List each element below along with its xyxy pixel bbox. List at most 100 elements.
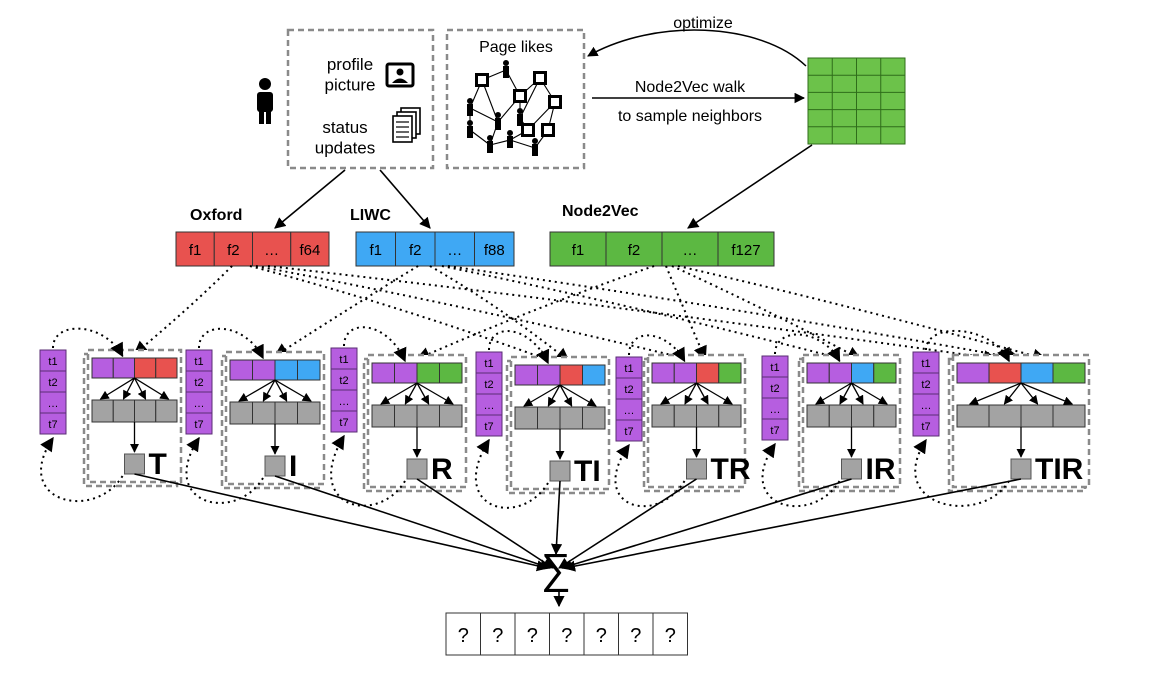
liked-page-node-face bbox=[536, 74, 544, 82]
model-ti-input-segment bbox=[514, 364, 538, 386]
model-to-sum-arrow bbox=[274, 475, 552, 571]
status-documents-icon bbox=[392, 107, 421, 143]
model-i-hidden-cell bbox=[229, 401, 253, 425]
model-r-time-label: t1 bbox=[339, 354, 348, 366]
user-node-body bbox=[495, 118, 501, 130]
model-t-time-label: t1 bbox=[48, 356, 57, 368]
embedding-matrix bbox=[807, 57, 906, 145]
output-predictions: ??????? bbox=[445, 612, 688, 656]
model-r-hidden-cell bbox=[394, 404, 418, 428]
model-r-name: R bbox=[431, 453, 453, 486]
model-r-hidden-cell bbox=[416, 404, 440, 428]
model-ir-time-label: … bbox=[770, 404, 781, 416]
output-value: ? bbox=[596, 625, 607, 647]
model-ti-input-segment bbox=[582, 364, 606, 386]
models: t1t2…t7Tt1t2…t7It1t2…t7Rt1t2…t7TIt1t2…t7… bbox=[39, 326, 1091, 509]
user-content-box bbox=[286, 28, 435, 170]
model-t-input-segment bbox=[155, 357, 178, 379]
model-ir-input-segment bbox=[873, 362, 897, 384]
model-i-output-square bbox=[264, 455, 286, 477]
liwc-feature-label: f88 bbox=[484, 242, 505, 259]
feature-to-model-connection bbox=[133, 265, 233, 355]
output-cell bbox=[583, 612, 619, 656]
model-i-fan-arrow bbox=[274, 379, 312, 402]
model-tir-hidden-cell bbox=[988, 404, 1022, 428]
model-tr-fan-arrow bbox=[695, 382, 709, 405]
liked-page-node-face bbox=[478, 76, 486, 84]
model-i-recurrent-input-loop bbox=[198, 327, 264, 360]
model-t-recurrent-input-loop bbox=[52, 327, 124, 358]
model-ti-input-segment bbox=[559, 364, 583, 386]
model-t-hidden-cell bbox=[155, 399, 178, 423]
graph-edge bbox=[469, 129, 491, 146]
model-r-fan-arrow bbox=[416, 382, 454, 405]
feature-to-model-connection bbox=[665, 265, 707, 361]
model-tr-hidden-cell bbox=[651, 404, 675, 428]
model-i-fan-arrow bbox=[238, 379, 276, 402]
liwc-feature-cell bbox=[355, 231, 396, 267]
user-node-head bbox=[487, 135, 493, 141]
model-ti-hidden-cell bbox=[559, 406, 583, 430]
user-node-body bbox=[467, 126, 473, 138]
model-t-input-segment bbox=[134, 357, 157, 379]
user-node-body bbox=[507, 136, 513, 148]
model-t-fan-arrow bbox=[122, 377, 136, 400]
model-tr-input-segment bbox=[651, 362, 675, 384]
model-tir-input-segment bbox=[988, 362, 1022, 384]
model-tr-output-square bbox=[686, 458, 707, 480]
liwc-feature-label: f1 bbox=[369, 242, 382, 259]
arrow-to-oxford bbox=[274, 169, 346, 229]
oxford-feature-cell bbox=[290, 231, 330, 267]
model-tir-fan-arrow bbox=[1020, 382, 1039, 405]
model-ir-input-segment bbox=[806, 362, 830, 384]
user-node-head bbox=[467, 98, 473, 104]
node2vec-feature-cell bbox=[549, 231, 607, 267]
model-tr-input-segment bbox=[696, 362, 720, 384]
arrow-to-node2vec bbox=[687, 144, 813, 229]
model-ir-input-segment bbox=[851, 362, 875, 384]
node2vec-label: Node2Vec bbox=[562, 203, 639, 220]
graph-edge bbox=[469, 107, 499, 123]
model-t-input-segment bbox=[91, 357, 114, 379]
model-r-recurrent-output-loop bbox=[330, 434, 406, 507]
model-ir-output-square bbox=[841, 458, 862, 480]
output-cell bbox=[514, 612, 550, 656]
model-tir-input-segment bbox=[956, 362, 990, 384]
model-t-fan-arrow bbox=[99, 377, 135, 400]
user-node-head bbox=[517, 108, 523, 114]
model-r-hidden-cell bbox=[371, 404, 395, 428]
node2vec-feature-cell bbox=[717, 231, 775, 267]
page-likes-box bbox=[445, 28, 586, 170]
oxford-label: Oxford bbox=[190, 207, 242, 224]
model-ir-fan-arrow bbox=[851, 382, 888, 405]
oxford-feature-cell bbox=[213, 231, 253, 267]
user-node-head bbox=[495, 112, 501, 118]
model-r-recurrent-input-loop bbox=[343, 326, 407, 363]
model-i-hidden-cell bbox=[252, 401, 276, 425]
model-ti-output-square bbox=[549, 460, 571, 482]
model-ti-name: TI bbox=[574, 455, 601, 488]
model-to-sum-arrow bbox=[560, 478, 852, 571]
model-i-input-segment bbox=[297, 359, 321, 381]
node2vec-feature-cell bbox=[661, 231, 719, 267]
feature-to-model-connection bbox=[429, 265, 570, 362]
model-i-time-label: t1 bbox=[194, 356, 203, 368]
output-cell bbox=[652, 612, 688, 656]
output-value: ? bbox=[492, 625, 503, 647]
graph-edge bbox=[489, 139, 511, 146]
oxford-feature-label: f2 bbox=[227, 242, 240, 259]
model-tr-time-label: t1 bbox=[624, 363, 633, 375]
output-value: ? bbox=[665, 625, 676, 647]
node2vec-feature-cell bbox=[605, 231, 663, 267]
model-ti-time-label: … bbox=[484, 400, 495, 412]
user-node-head bbox=[467, 120, 473, 126]
model-t-fan-arrow bbox=[134, 377, 170, 400]
model-i-hidden-cell bbox=[297, 401, 321, 425]
feature-to-model-connection bbox=[671, 265, 862, 360]
model-r-input-segment bbox=[394, 362, 418, 384]
model-t-time-label: … bbox=[48, 398, 59, 410]
model-r-input-segment bbox=[439, 362, 463, 384]
model-i-fan-arrow bbox=[274, 379, 288, 402]
feature-to-model-connection bbox=[273, 265, 419, 357]
model-i-recurrent-output-loop bbox=[185, 436, 264, 504]
